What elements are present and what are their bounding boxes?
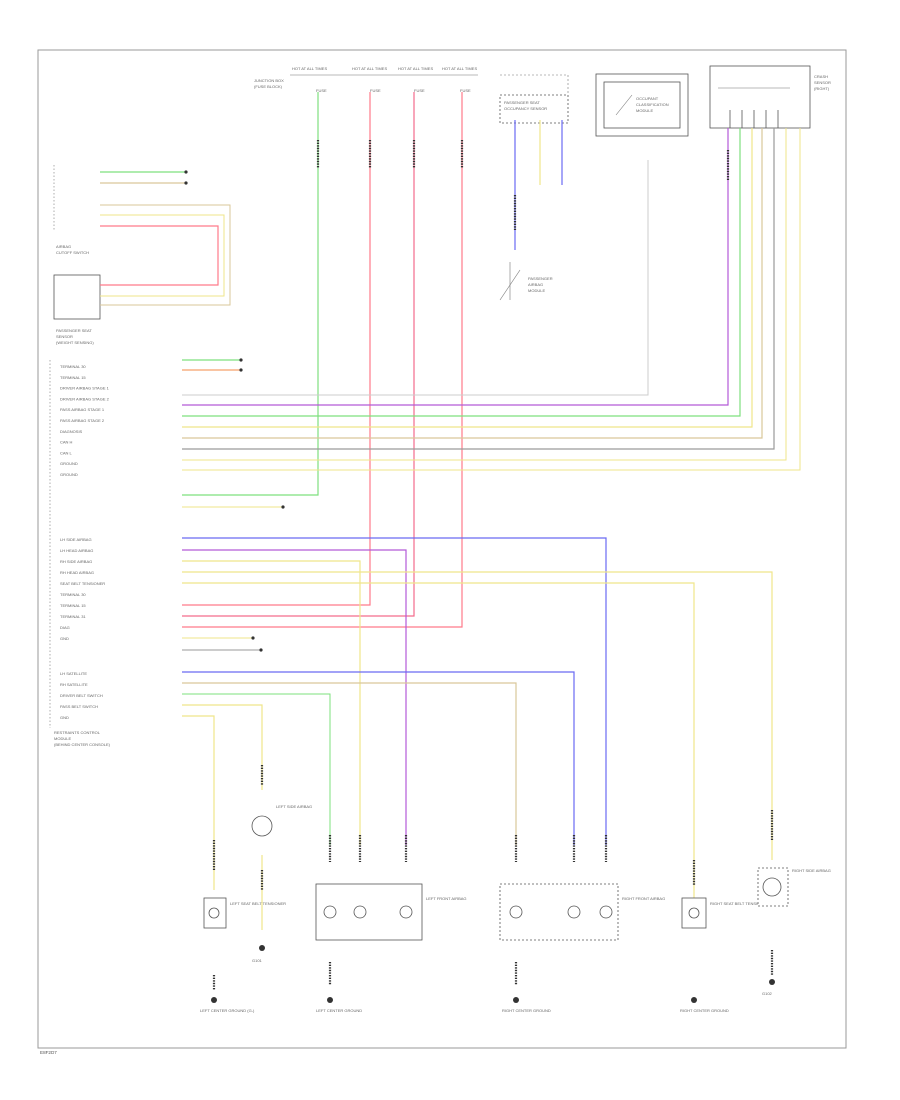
rcm-pin-label: DRIVER AIRBAG STAGE 2 — [60, 396, 110, 401]
rcm-pin-label: LH SATELLITE — [60, 671, 87, 676]
rcm-pin-label: TERMINAL 30 — [60, 592, 86, 597]
seat-sensor-label-3: (WEIGHT SENSING) — [56, 340, 94, 345]
pab-module-label-3: MODULE — [528, 288, 545, 293]
rcm-pin-label: SEAT BELT TENSIONER — [60, 581, 105, 586]
ocm-label-2: CLASSIFICATION — [636, 102, 669, 107]
ocm-label-1: OCCUPANT — [636, 96, 659, 101]
rcm-pin-label: TERMINAL 30 — [60, 364, 86, 369]
ground-label-2: LEFT CENTER GROUND — [316, 1008, 362, 1013]
left-front-airbag-label: LEFT FRONT AIRBAG — [426, 896, 467, 901]
fuse-header-1: HOT AT ALL TIMES — [292, 66, 327, 71]
fuse-box-label-1: JUNCTION BOX — [254, 78, 284, 83]
right-front-airbag-label: RIGHT FRONT AIRBAG — [622, 896, 665, 901]
ground-label-1: LEFT CENTER GROUND (G-) — [200, 1008, 255, 1013]
right-tensioner-label: RIGHT SEAT BELT TENSIONER — [710, 901, 769, 906]
rcm-pin-label: TERMINAL 15 — [60, 603, 86, 608]
fuse-sub-3: FUSE — [414, 88, 425, 93]
fuse-header-4: HOT AT ALL TIMES — [442, 66, 477, 71]
rcm-pin-label: LH HEAD AIRBAG — [60, 548, 93, 553]
bottom-components: LEFT SIDE AIRBAG LEFT SEAT BELT TENSIONE… — [203, 804, 831, 941]
rcm-pin-label: DIAGNOSIS — [60, 429, 83, 434]
fuse-box-label-2: (FUSE BLOCK) — [254, 84, 283, 89]
left-tensioner-label: LEFT SEAT BELT TENSIONER — [230, 901, 286, 906]
rcm-pin-label: TERMINAL 31 — [60, 614, 86, 619]
wire-layer — [100, 92, 801, 930]
passenger-airbag-module: PASSENGER AIRBAG MODULE — [499, 262, 553, 301]
diagram-frame — [37, 49, 847, 1049]
occupancy-sensor-box: PASSENGER SEAT OCCUPANCY SENSOR — [499, 74, 569, 124]
fuse-sub-2: FUSE — [370, 88, 381, 93]
rcm-pin-labels-c: LH SATELLITE RH SATELLITE DRIVER BELT SWIT… — [60, 671, 103, 720]
rcm-pin-label: TERMINAL 15 — [60, 375, 86, 380]
seat-sensor-label-2: SENSOR — [56, 334, 73, 339]
crash-sensor-label-3: (RIGHT) — [814, 86, 830, 91]
ocm-label-3: MODULE — [636, 108, 653, 113]
right-side-airbag-label: RIGHT SIDE AIRBAG — [792, 868, 831, 873]
ground-id-1: G101 — [252, 958, 263, 963]
rcm-label-3: (BEHIND CENTER CONSOLE) — [54, 742, 111, 747]
rcm-pin-label: RH SATELLITE — [60, 682, 88, 687]
fuse-sub-1: FUSE — [316, 88, 327, 93]
rcm-pin-labels-a: TERMINAL 30 TERMINAL 15 DRIVER AIRBAG STAG… — [60, 364, 110, 477]
fuse-sub-4: FUSE — [460, 88, 471, 93]
rcm-pin-label: GROUND — [60, 461, 78, 466]
seat-sensor-label-1: PASSENGER SEAT — [56, 328, 92, 333]
rcm-pin-label: GND — [60, 715, 69, 720]
rcm-pin-label: RH SIDE AIRBAG — [60, 559, 92, 564]
ground-label-3: RIGHT CENTER GROUND — [502, 1008, 551, 1013]
rcm-pin-label: GND — [60, 636, 69, 641]
cutoff-switch-label-1: AIRBAG — [56, 244, 71, 249]
cutoff-switch-label-2: CUTOFF SWITCH — [56, 250, 89, 255]
left-side-airbag-label: LEFT SIDE AIRBAG — [276, 804, 312, 809]
rcm-pin-label: PASS AIRBAG STAGE 2 — [60, 418, 105, 423]
occupancy-sensor-label-1: PASSENGER SEAT — [504, 100, 540, 105]
ground-id-2: G102 — [762, 991, 773, 996]
rcm-pin-label: GROUND — [60, 472, 78, 477]
diagram-code: E8F2D7 — [40, 1050, 57, 1055]
occupancy-sensor-label-2: OCCUPANCY SENSOR — [504, 106, 547, 111]
ground-symbols: LEFT CENTER GROUND (G-) LEFT CENTER GROU… — [200, 945, 775, 1013]
rcm-pin-label: DRIVER BELT SWITCH — [60, 693, 103, 698]
passenger-seat-sensor: AIRBAG CUTOFF SWITCH PASSENGER SEAT SENS… — [53, 165, 101, 345]
fuse-header-2: HOT AT ALL TIMES — [352, 66, 387, 71]
connector-marks — [212, 140, 774, 990]
restraints-control-module: RESTRAINTS CONTROL MODULE (BEHIND CENTER… — [49, 360, 111, 747]
rcm-pin-label: PASS BELT SWITCH — [60, 704, 98, 709]
rcm-pin-label: DIAG — [60, 625, 70, 630]
ground-label-4: RIGHT CENTER GROUND — [680, 1008, 729, 1013]
pab-module-label-1: PASSENGER — [528, 276, 553, 281]
rcm-pin-label: CAN L — [60, 450, 73, 455]
rcm-pin-label: LH SIDE AIRBAG — [60, 537, 92, 542]
crash-sensor-label-1: CRASH — [814, 74, 828, 79]
occupant-classification-module: OCCUPANT CLASSIFICATION MODULE — [595, 73, 689, 137]
rcm-pin-labels-b: LH SIDE AIRBAG LH HEAD AIRBAG RH SIDE AIRB… — [60, 537, 105, 641]
crash-sensor-label-2: SENSOR — [814, 80, 831, 85]
rcm-pin-label: DRIVER AIRBAG STAGE 1 — [60, 386, 110, 391]
fuse-header-3: HOT AT ALL TIMES — [398, 66, 433, 71]
rcm-pin-label: CAN H — [60, 440, 73, 445]
rcm-label-1: RESTRAINTS CONTROL — [54, 730, 101, 735]
rcm-pin-label: PASS AIRBAG STAGE 1 — [60, 407, 105, 412]
crash-sensor-right: CRASH SENSOR (RIGHT) — [709, 65, 831, 129]
rcm-label-2: MODULE — [54, 736, 71, 741]
fuse-header-group: HOT AT ALL TIMES HOT AT ALL TIMES HOT AT… — [254, 66, 478, 93]
left-side-airbag — [251, 815, 273, 837]
pab-module-label-2: AIRBAG — [528, 282, 543, 287]
rcm-pin-label: RH HEAD AIRBAG — [60, 570, 94, 575]
